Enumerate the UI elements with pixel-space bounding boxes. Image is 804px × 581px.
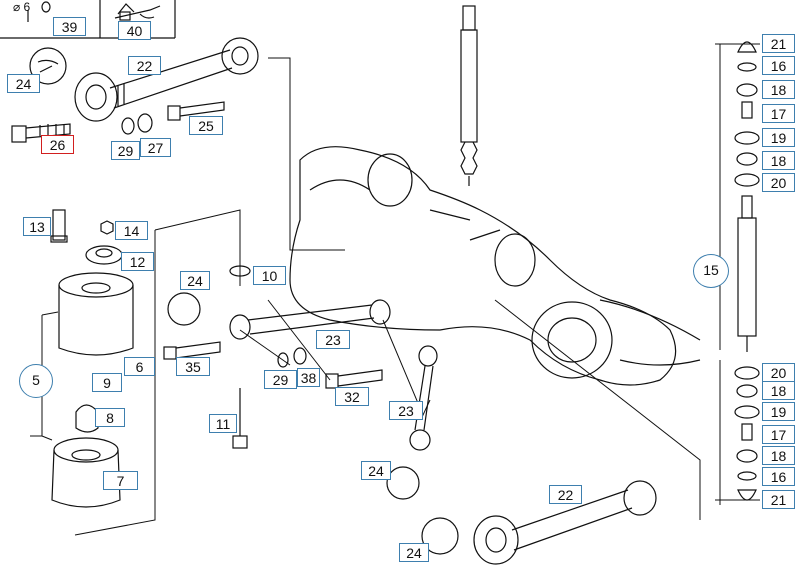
leader-lines — [30, 43, 760, 536]
callout-24-mid[interactable]: 24 — [180, 271, 210, 290]
wrench-icon-upper-left — [29, 47, 67, 85]
callout-24-upper[interactable]: 24 — [7, 74, 40, 93]
callout-14[interactable]: 14 — [115, 221, 148, 240]
nut-14-part — [100, 220, 114, 235]
wrench-icon-mid — [167, 292, 459, 555]
callout-25[interactable]: 25 — [189, 116, 223, 135]
air-spring-part — [58, 272, 134, 356]
callout-23-mid[interactable]: 23 — [316, 330, 350, 349]
callout-22-upper[interactable]: 22 — [128, 56, 161, 75]
callout-17-bottom[interactable]: 17 — [762, 425, 795, 444]
washers-27-29-part — [121, 113, 153, 135]
callout-16-top[interactable]: 16 — [762, 56, 795, 75]
callout-27[interactable]: 27 — [140, 138, 171, 157]
callout-19-bottom[interactable]: 19 — [762, 402, 795, 421]
mount-stack-upper-part — [734, 41, 760, 187]
callout-29-upper[interactable]: 29 — [111, 141, 140, 160]
gear-12-part — [85, 245, 123, 265]
callout-12[interactable]: 12 — [121, 252, 154, 271]
callout-11[interactable]: 11 — [209, 414, 237, 433]
callout-24-low[interactable]: 24 — [361, 461, 391, 480]
lower-rear-arm-part — [473, 480, 657, 565]
callout-19-top[interactable]: 19 — [762, 128, 795, 147]
buffer-8-part — [75, 404, 99, 433]
callout-20-bottom[interactable]: 20 — [762, 363, 795, 382]
callout-35[interactable]: 35 — [176, 357, 210, 376]
callout-29-mid[interactable]: 29 — [264, 370, 297, 389]
callout-16-bottom[interactable]: 16 — [762, 467, 795, 486]
shock-absorber-right-part — [737, 195, 757, 352]
lower-control-arm-part — [163, 265, 391, 449]
diameter-label: ⌀ 6 — [13, 0, 31, 14]
callout-32[interactable]: 32 — [335, 387, 369, 406]
upper-control-arm-part — [74, 37, 259, 122]
callout-13[interactable]: 13 — [23, 217, 51, 236]
callout-10[interactable]: 10 — [253, 266, 286, 285]
air-spring-piston-part — [51, 437, 121, 508]
callout-23-lower[interactable]: 23 — [389, 401, 423, 420]
callout-21-bottom[interactable]: 21 — [762, 490, 795, 509]
callout-40[interactable]: 40 — [118, 21, 151, 40]
callout-7[interactable]: 7 — [103, 471, 138, 490]
callout-21-top[interactable]: 21 — [762, 34, 795, 53]
callout-9[interactable]: 9 — [92, 373, 122, 392]
callout-18-top[interactable]: 18 — [762, 80, 795, 99]
callout-38[interactable]: 38 — [297, 368, 320, 387]
mount-stack-lower-part — [734, 366, 760, 501]
callout-6[interactable]: 6 — [124, 357, 155, 376]
callout-26[interactable]: 26 — [41, 135, 74, 154]
callout-17-top[interactable]: 17 — [762, 104, 795, 123]
track-rod-part — [409, 345, 438, 451]
callout-15[interactable]: 15 — [693, 254, 729, 288]
valve-13-part — [50, 209, 68, 243]
ring-clip-part-icon — [27, 1, 51, 22]
callout-18-lower-mid[interactable]: 18 — [762, 381, 795, 400]
callout-18-upper-mid[interactable]: 18 — [762, 151, 795, 170]
callout-8[interactable]: 8 — [95, 408, 125, 427]
callout-18-bottom[interactable]: 18 — [762, 446, 795, 465]
callout-20-top[interactable]: 20 — [762, 173, 795, 192]
callout-22-lower[interactable]: 22 — [549, 485, 582, 504]
cable-tie-part-icon — [114, 3, 161, 21]
bolt-25-part — [167, 101, 225, 121]
rear-axle-housing-part — [289, 146, 701, 386]
shock-absorber-top-part — [460, 5, 478, 186]
callout-39[interactable]: 39 — [53, 17, 86, 36]
callout-24-bottom[interactable]: 24 — [399, 543, 429, 562]
callout-5[interactable]: 5 — [19, 364, 53, 398]
